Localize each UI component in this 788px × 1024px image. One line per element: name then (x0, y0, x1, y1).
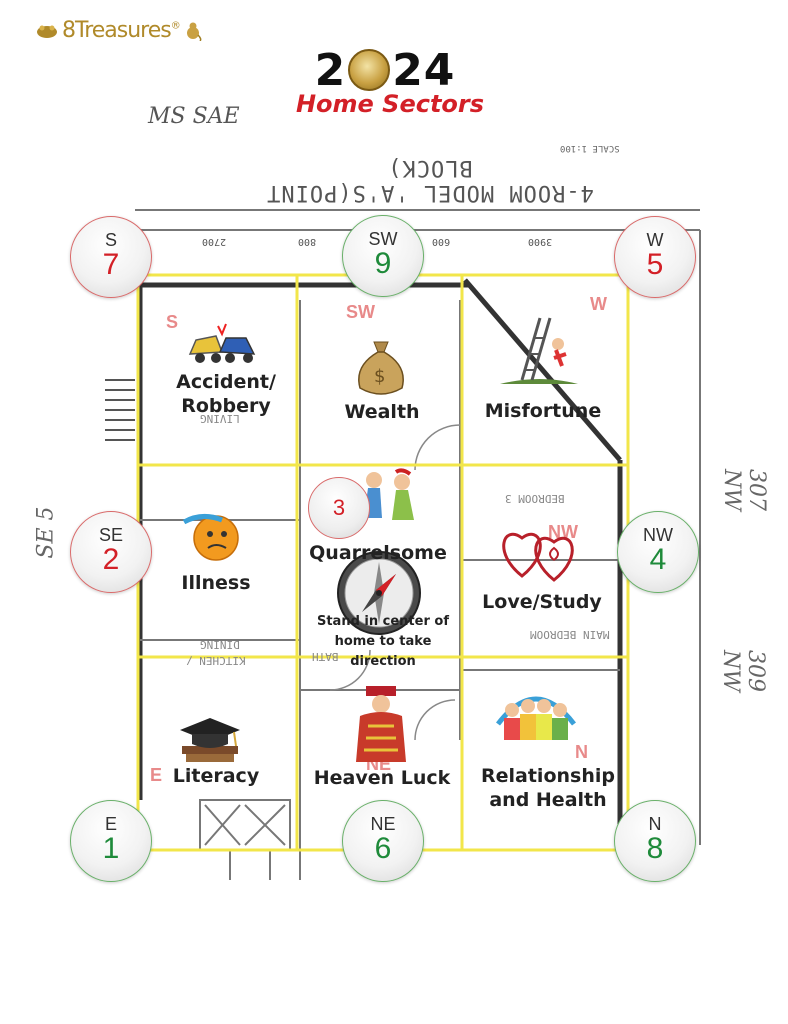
sector-label-se: Illness (181, 572, 251, 594)
graduation-cap-icon (180, 718, 240, 762)
sector-label-e: Literacy (172, 765, 260, 787)
sector-label-w: Misfortune (484, 400, 602, 422)
svg-text:$: $ (374, 366, 385, 387)
family-icon (496, 696, 576, 740)
sector-label-ne: Heaven Luck (313, 767, 451, 789)
dimension-label: 2700 (202, 236, 227, 247)
golden-toad-icon (37, 25, 57, 38)
sector-letter-nw: NW (548, 522, 578, 542)
sector-letter-e: E (150, 765, 163, 785)
deity-icon (356, 686, 406, 762)
room-label: DINING (200, 638, 240, 651)
dimension-label: 600 (432, 236, 451, 247)
hearts-icon (502, 532, 574, 582)
falling-ladder-icon (500, 317, 578, 384)
dimension-label: 3900 (528, 236, 553, 247)
sector-letter-sw: SW (346, 302, 375, 322)
handwritten-note-right-top: 307 NW (719, 469, 769, 511)
coin-icon (348, 49, 391, 91)
center-flying-star-badge: 3 (308, 477, 370, 539)
sector-label-nw: Love/Study (482, 591, 602, 613)
car-crash-icon (188, 323, 256, 363)
wall (463, 278, 622, 462)
sector-label-center: Quarrelsome (309, 542, 447, 564)
sector-letter-w: W (590, 294, 607, 314)
sector-label-s: Accident/Robbery (176, 371, 276, 417)
sector-letter-n: N (575, 742, 588, 762)
room-label: MAIN BEDROOM (530, 628, 610, 641)
brand-logo: 8Treasures® (36, 18, 202, 43)
sector-letter-s: S (166, 312, 179, 332)
handwritten-note-right-bottom: 309 NW (718, 650, 768, 692)
compass-icon (337, 551, 421, 635)
handwritten-note-left-side: SE 5 (33, 506, 59, 559)
center-instruction: Stand in center of home to take directio… (316, 614, 449, 669)
logo-text: 8Treasures® (62, 18, 181, 43)
room-label: BEDROOM 3 (505, 492, 565, 505)
golden-rat-icon (186, 22, 202, 41)
room-label: KITCHEN / (186, 654, 246, 667)
sick-face-icon (182, 514, 239, 561)
sector-label-sw: Wealth (344, 401, 420, 423)
page-subtitle: Home Sectors (295, 90, 485, 118)
money-bag-icon: $ (358, 341, 404, 395)
dimension-label: 800 (298, 236, 317, 247)
handwritten-note-left: MS SAE (148, 104, 240, 129)
